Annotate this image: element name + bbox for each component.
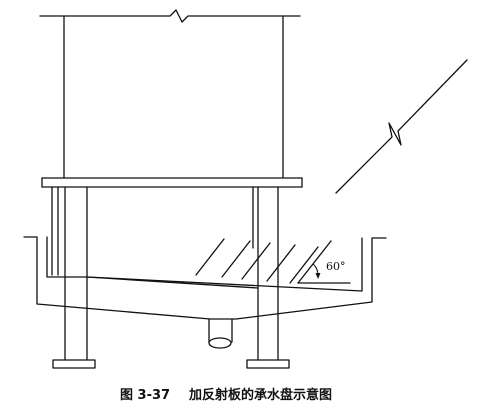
angle-marker: 60° [297,240,351,284]
reflector-plates [195,238,319,284]
right-leg [257,186,279,361]
support-frame [41,177,303,188]
figure-caption-number: 图 3-37 [120,388,170,403]
right-inner-post [252,186,259,249]
top-beam [39,9,301,23]
feet [52,359,290,369]
figure-caption-title: 加反射板的承水盘示意图 [188,387,332,403]
angle-label: 60° [326,260,346,273]
drip-tray [23,236,387,320]
left-inner-post [51,186,59,276]
drain-pipe [208,318,233,349]
diagonal-break-line [335,59,468,194]
upper-unit-frame [63,15,284,179]
left-leg [64,186,88,361]
